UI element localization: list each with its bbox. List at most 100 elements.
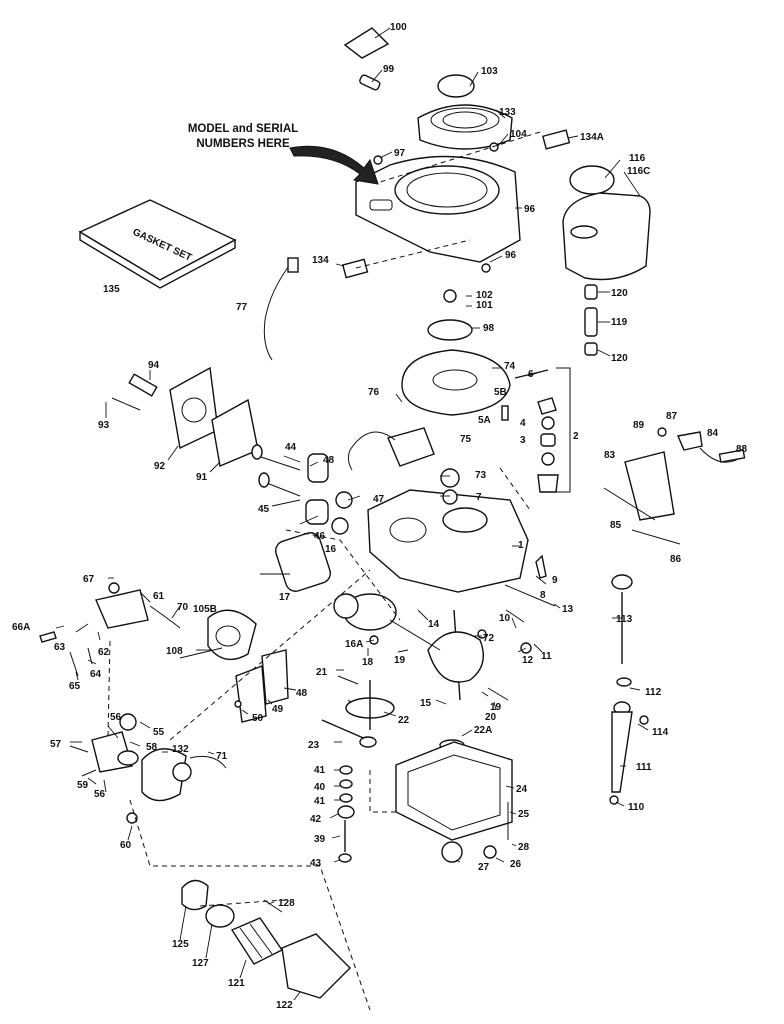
label-part-127: 127	[192, 958, 209, 969]
label-part-50: 50	[252, 713, 264, 724]
label-part-57: 57	[50, 739, 62, 750]
label-part-104: 104	[510, 129, 527, 140]
label-part-16: 16	[325, 544, 337, 555]
label-part-22: 22	[398, 715, 410, 726]
label-part-84-right: 84	[707, 428, 719, 439]
label-part-64: 64	[90, 669, 102, 680]
label-part-71: 71	[216, 751, 228, 762]
label-part-134A: 134A	[580, 132, 604, 143]
label-part-96-bottom: 96	[505, 250, 517, 261]
label-part-70: 70	[177, 602, 189, 613]
label-part-93: 93	[98, 420, 110, 431]
carburetor-parts	[39, 582, 289, 824]
label-part-108: 108	[166, 646, 183, 657]
label-part-113: 113	[616, 614, 633, 625]
label-part-26: 26	[510, 859, 522, 870]
label-part-45: 45	[258, 504, 270, 515]
label-part-11: 11	[541, 651, 552, 662]
label-part-96-top: 96	[524, 204, 536, 215]
label-part-77: 77	[236, 302, 248, 313]
label-part-62: 62	[98, 647, 110, 658]
label-part-6: 6	[528, 369, 534, 380]
label-part-7: 7	[476, 492, 482, 503]
label-part-5A: 5A	[478, 415, 491, 426]
label-part-55-visible: 55	[153, 727, 165, 738]
label-part-48-upper: 48	[323, 455, 335, 466]
gasket-set-box: GASKET SET	[78, 199, 237, 289]
callout-line-2: NUMBERS HERE	[196, 138, 290, 150]
label-part-21: 21	[316, 667, 328, 678]
label-part-135: 135	[103, 284, 120, 295]
label-part-99: 99	[383, 64, 395, 75]
leader-lines	[55, 27, 649, 1001]
label-part-40: 40	[314, 782, 326, 793]
label-part-122: 122	[276, 1000, 293, 1011]
label-part-1: 1	[518, 540, 524, 551]
label-part-56-lower: 56	[94, 789, 106, 800]
label-part-74: 74	[504, 361, 516, 372]
label-part-15: 15	[420, 698, 432, 709]
label-part-101: 101	[476, 300, 493, 311]
label-part-132: 132	[172, 744, 189, 755]
label-part-24: 24	[516, 784, 528, 795]
label-part-94: 94	[148, 360, 160, 371]
governor-linkage	[603, 427, 746, 805]
fuel-tank-assembly	[562, 165, 651, 356]
callout-line-1: MODEL and SERIAL	[187, 123, 299, 135]
label-part-120-top: 120	[611, 288, 628, 299]
label-part-98: 98	[483, 323, 495, 334]
label-part-3: 3	[520, 435, 526, 446]
label-part-41-lower: 41	[314, 796, 326, 807]
label-part-76: 76	[368, 387, 380, 398]
label-part-49: 49	[272, 704, 284, 715]
label-part-9: 9	[552, 575, 558, 586]
label-part-91: 91	[196, 472, 208, 483]
label-part-12: 12	[522, 655, 534, 666]
base-sump	[395, 739, 513, 863]
label-part-103: 103	[481, 66, 498, 77]
model-serial-callout: MODEL and SERIAL NUMBERS HERE	[168, 122, 318, 152]
engine-block	[274, 468, 529, 593]
label-part-75: 75	[460, 434, 472, 445]
label-part-97: 97	[394, 148, 406, 159]
label-part-19-lower: 19	[490, 702, 502, 713]
label-part-87: 87	[666, 411, 678, 422]
label-part-25: 25	[518, 809, 530, 820]
label-part-46: 46	[314, 531, 326, 542]
label-part-16A: 16A	[345, 639, 363, 650]
label-part-17: 17	[279, 592, 291, 603]
label-part-66A: 66A	[12, 622, 30, 633]
label-part-134: 134	[312, 255, 329, 266]
label-part-85: 85	[610, 520, 622, 531]
label-part-119: 119	[611, 317, 628, 328]
label-part-39: 39	[314, 834, 326, 845]
label-part-41-upper: 41	[314, 765, 326, 776]
label-part-100: 100	[390, 22, 407, 33]
callout-arrow	[289, 145, 379, 185]
label-part-83: 83	[604, 450, 616, 461]
label-part-8: 8	[540, 590, 546, 601]
label-part-61: 61	[153, 591, 165, 602]
label-part-20: 20	[485, 712, 497, 723]
blower-housing-assembly	[341, 27, 571, 279]
cylinder-head-parts	[111, 366, 353, 535]
label-part-23: 23	[308, 740, 320, 751]
label-part-59: 59	[77, 780, 89, 791]
label-part-102: 102	[476, 290, 493, 301]
label-part-10: 10	[499, 613, 511, 624]
air-cleaner-parts	[181, 879, 351, 999]
label-part-116: 116	[629, 153, 646, 164]
label-part-120-bottom: 120	[611, 353, 628, 364]
label-part-58: 58	[146, 742, 158, 753]
label-part-47: 47	[373, 494, 385, 505]
part-number-labels: 100 99 103 133 104 134A 97 96 116 116C 1…	[12, 22, 748, 1011]
label-part-112: 112	[645, 687, 662, 698]
label-part-121: 121	[228, 978, 245, 989]
label-part-89: 89	[633, 420, 645, 431]
label-part-92: 92	[154, 461, 166, 472]
label-part-88: 88	[736, 444, 748, 455]
flywheel-assembly	[263, 257, 559, 493]
label-part-110: 110	[628, 802, 645, 813]
label-part-27: 27	[478, 862, 490, 873]
